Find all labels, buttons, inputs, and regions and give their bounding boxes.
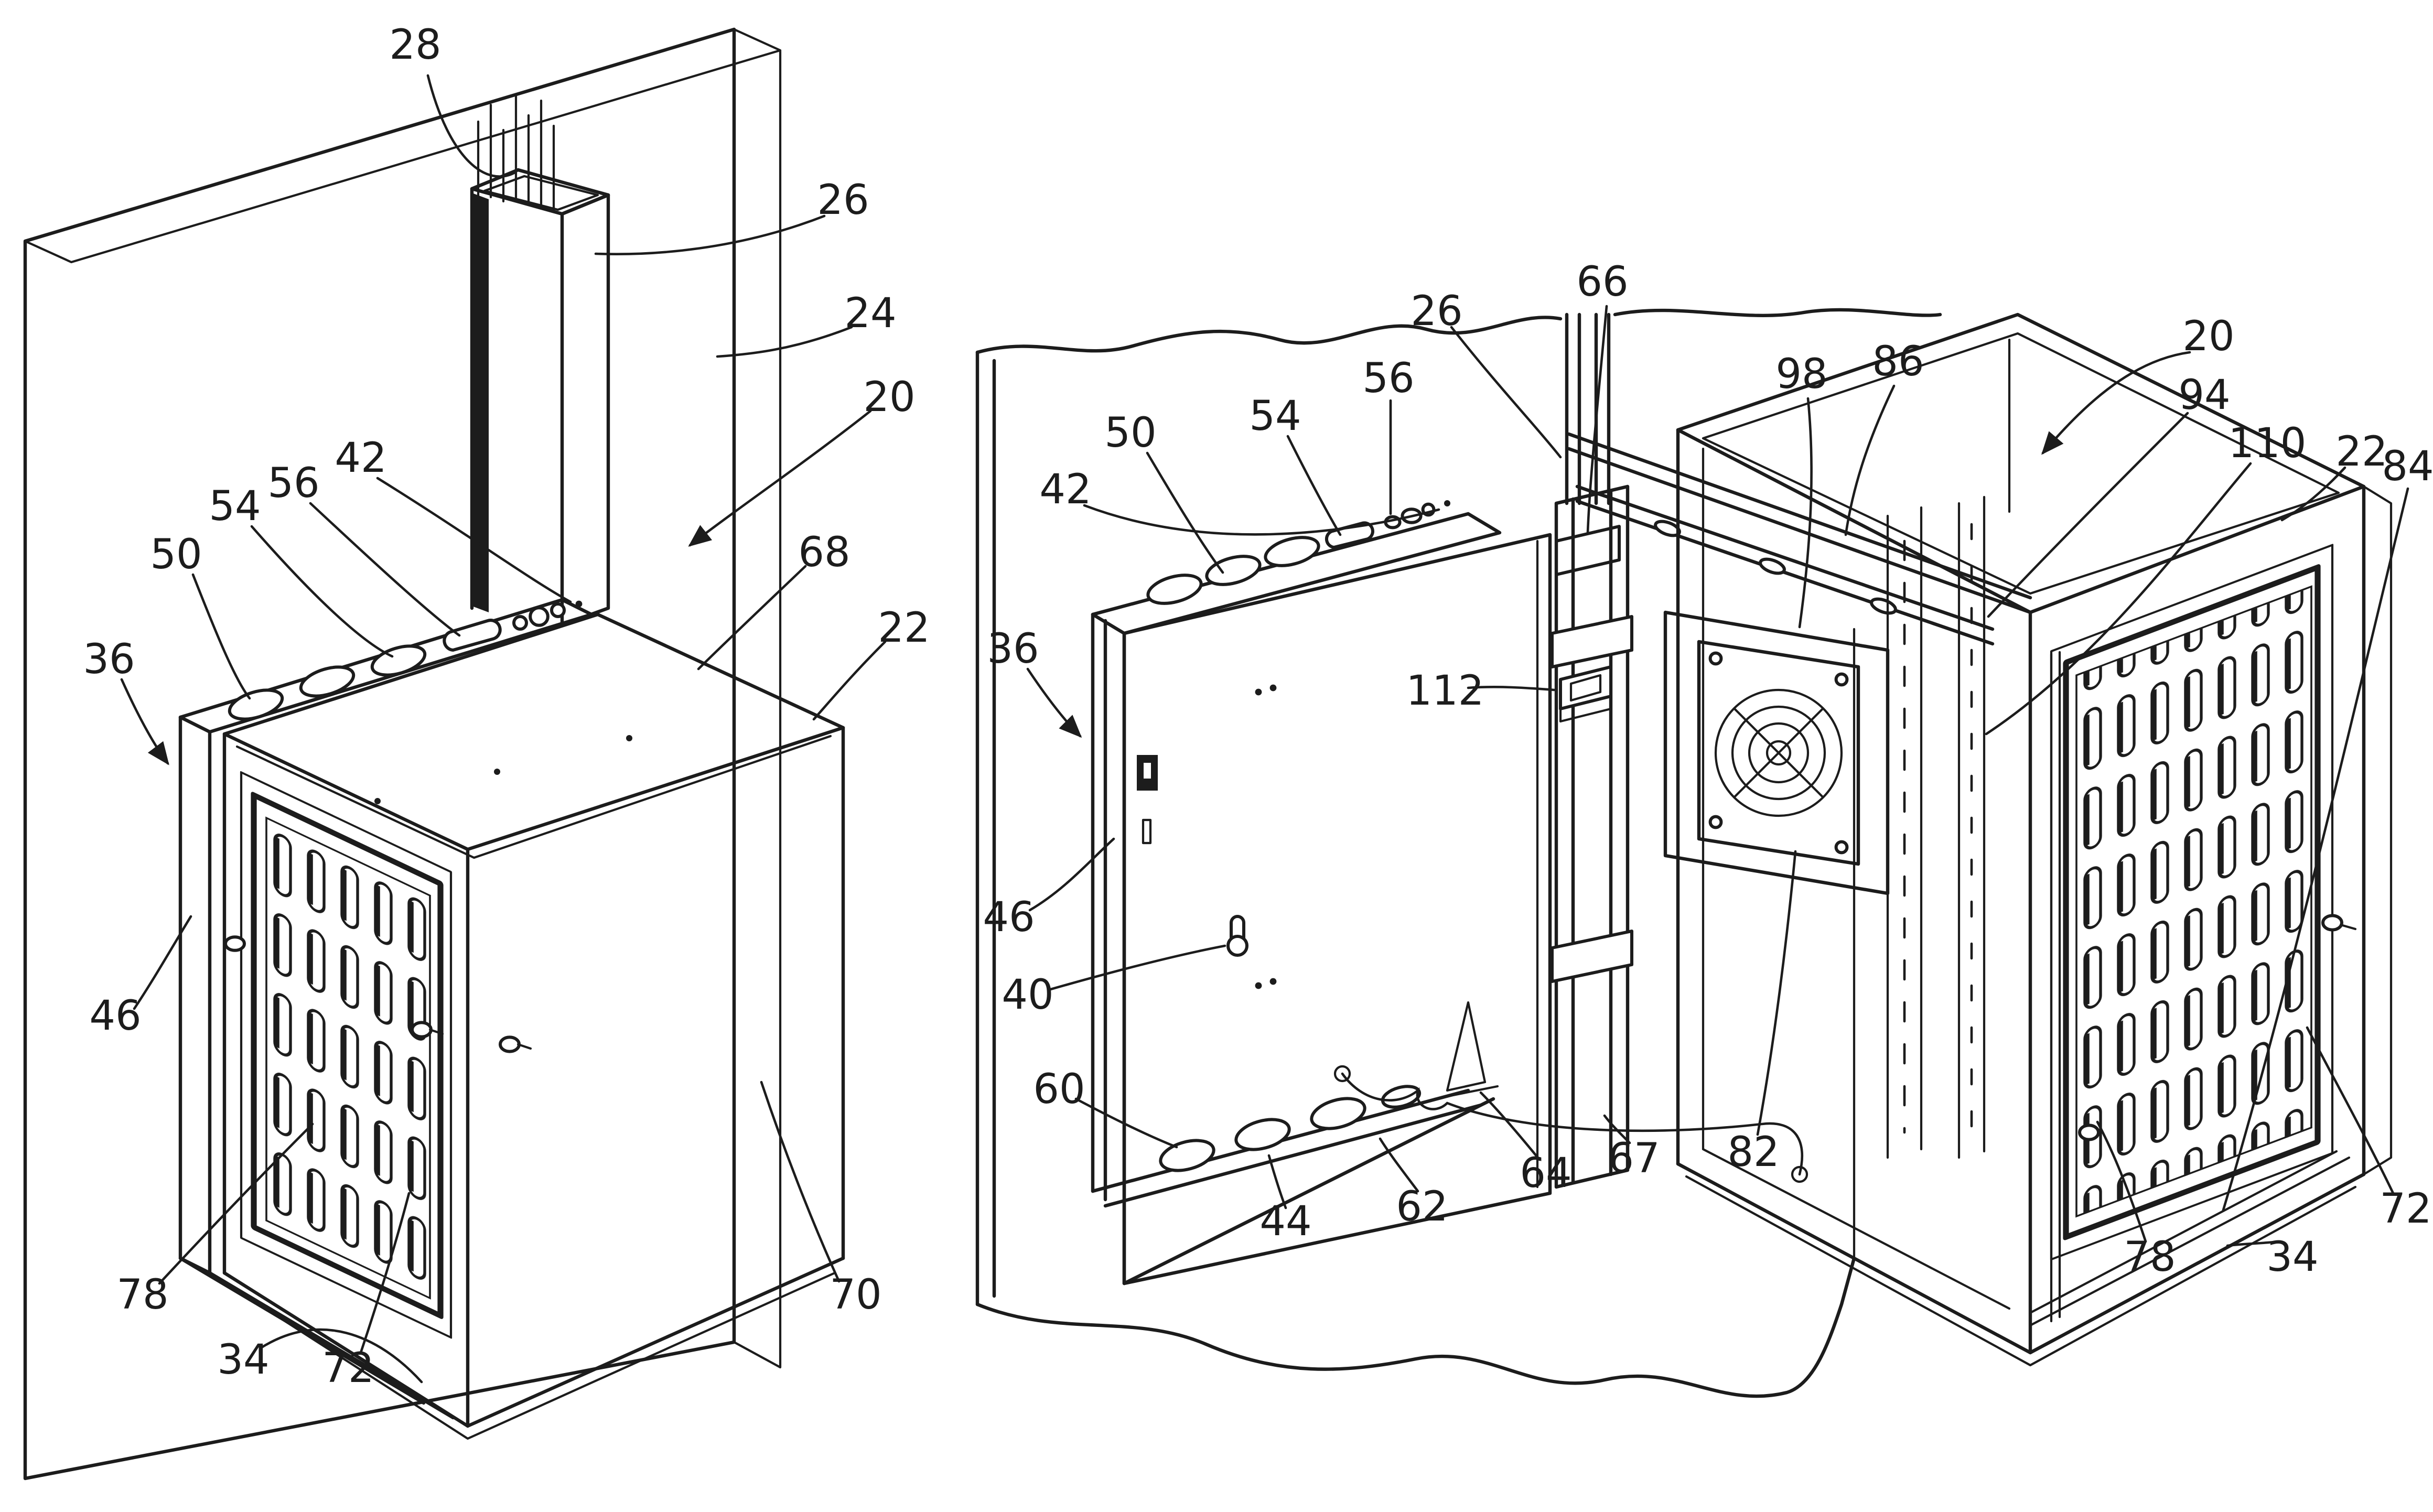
fig2-ref-64: 64: [1520, 1150, 1571, 1197]
fig2-ref-78: 78: [2124, 1234, 2176, 1281]
wall-panel: [23, 27, 782, 1481]
fig2-ref-60: 60: [1033, 1066, 1085, 1113]
fig1-ref-20: 20: [863, 374, 915, 421]
louvered-door: [240, 771, 453, 1339]
fig1-ref-72: 72: [322, 1345, 374, 1392]
fig2-ref-67: 67: [1608, 1135, 1660, 1182]
fig2-ref-34: 34: [2266, 1234, 2318, 1281]
fig1-ref-78: 78: [116, 1271, 168, 1319]
fig1-ref-54: 54: [209, 483, 261, 530]
leader-lines-left: [120, 74, 887, 1384]
side-thumbscrew: [499, 1035, 521, 1053]
fig2-ref-98: 98: [1775, 351, 1827, 398]
fig2-ref-82: 82: [1727, 1129, 1779, 1176]
fig1-ref-24: 24: [844, 290, 896, 337]
fig2-ref-40: 40: [1002, 971, 1053, 1019]
fig1-ref-36: 36: [83, 636, 135, 683]
ref-labels-right: 26 66 98 86 20 94 110 22 84 56 54 50 42 …: [983, 258, 2433, 1281]
side-thumbscrew: [2321, 914, 2343, 932]
fig2-ref-42: 42: [1039, 466, 1091, 513]
fan-assembly: [1663, 610, 1890, 895]
fig2-ref-56: 56: [1362, 355, 1414, 402]
fig2-ref-50: 50: [1104, 409, 1156, 457]
open-mount-frame: [1091, 500, 1552, 1286]
enclosure-cabinet: [222, 612, 845, 1440]
fig1-ref-42: 42: [335, 435, 386, 482]
fig2-ref-46: 46: [983, 894, 1035, 941]
fig2-ref-22: 22: [2335, 428, 2387, 476]
door-thumbscrew: [2078, 1124, 2100, 1141]
cooling-fan: [1697, 640, 1860, 866]
fig1-ref-70: 70: [830, 1271, 881, 1319]
fig2-ref-54: 54: [1249, 393, 1301, 440]
fig2-ref-112: 112: [1406, 667, 1484, 715]
door-hinge-screw: [224, 935, 246, 952]
fig1-ref-46: 46: [89, 992, 141, 1040]
fig1-ref-28: 28: [389, 21, 441, 69]
fig2-ref-72: 72: [2380, 1185, 2431, 1233]
fig2-ref-36: 36: [987, 625, 1039, 673]
fig1-ref-50: 50: [150, 531, 202, 578]
fig2-ref-66: 66: [1576, 258, 1628, 306]
fig2-ref-26: 26: [1411, 288, 1462, 335]
fig2-ref-110: 110: [2229, 420, 2307, 467]
ref-labels-left: 28 26 24 20 68 22 42 56 54 50 36 46 78 3…: [83, 21, 930, 1392]
leader-lines-right: [1026, 305, 2409, 1247]
cable-ring: [1559, 665, 1612, 723]
bottom-details: [1333, 1001, 1808, 1183]
fig1-ref-34: 34: [217, 1336, 269, 1384]
fig1-ref-56: 56: [267, 460, 319, 507]
support-bracket: [1433, 1001, 1499, 1100]
louver-grid: [265, 816, 431, 1300]
louvered-door-open-view: [2050, 544, 2334, 1261]
figure-open-view: 26 66 98 86 20 94 110 22 84 56 54 50 42 …: [975, 258, 2433, 1398]
rack-rails: [1886, 495, 1986, 1159]
fig1-ref-26: 26: [817, 177, 869, 224]
cable-raceway: [470, 93, 610, 627]
fig2-ref-86: 86: [1872, 338, 1924, 385]
louver-grid: [2075, 585, 2312, 1218]
wall-cutout: [975, 308, 1942, 1398]
door-thumbscrew: [411, 1021, 433, 1039]
fig2-ref-84: 84: [2382, 443, 2433, 490]
swing-frame-top-rails: [1567, 432, 2032, 646]
fig1-ref-68: 68: [798, 529, 850, 576]
obround-knockout: [443, 619, 502, 652]
fig2-ref-62: 62: [1396, 1183, 1448, 1230]
figure-closed-view: 28 26 24 20 68 22 42 56 54 50 36 46 78 3…: [23, 21, 930, 1481]
fig2-ref-20: 20: [2182, 313, 2234, 360]
wall-mount-frame: [178, 598, 594, 1420]
frame-back-panel: [1122, 533, 1552, 1286]
ground-wire: [1341, 1072, 1804, 1176]
keyhole-slot: [1226, 915, 1248, 957]
swing-frame-post: [1551, 484, 1633, 1189]
fig2-ref-44: 44: [1259, 1198, 1311, 1245]
obround-knockout: [1325, 521, 1374, 549]
fig2-ref-94: 94: [2178, 372, 2230, 419]
open-enclosure-shell: [1676, 312, 2393, 1367]
fig1-ref-22: 22: [878, 604, 930, 652]
